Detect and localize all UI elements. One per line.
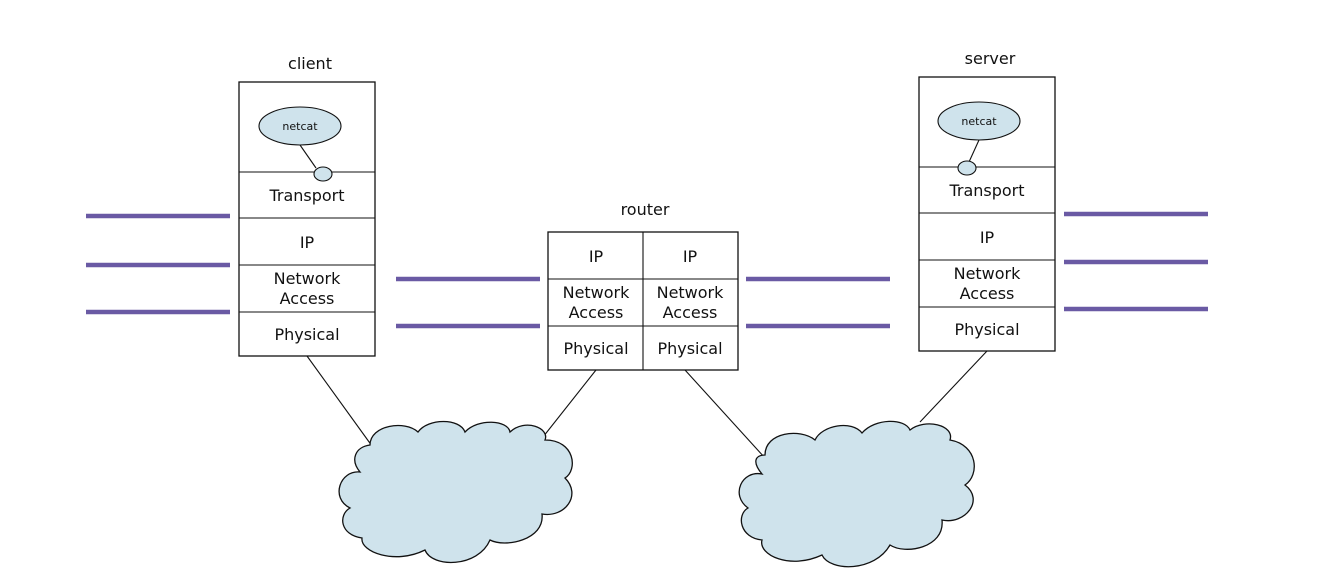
interface-bars bbox=[86, 211, 1208, 329]
router-title: router bbox=[621, 200, 670, 219]
client-layer-ip: IP bbox=[300, 233, 315, 252]
client-layer-physical: Physical bbox=[274, 325, 339, 344]
server-layer-network-line1: Network bbox=[954, 264, 1022, 283]
server-socket-port bbox=[957, 160, 977, 176]
client-title: client bbox=[288, 54, 332, 73]
client-netcat-label: netcat bbox=[282, 120, 318, 133]
server-title: server bbox=[965, 49, 1016, 68]
router-right-layer-network-line1: Network bbox=[657, 283, 725, 302]
server-layer-transport: Transport bbox=[948, 181, 1024, 200]
router-left-layer-network-line1: Network bbox=[563, 283, 631, 302]
router-right-layer-physical: Physical bbox=[657, 339, 722, 358]
router-left-layer-physical: Physical bbox=[563, 339, 628, 358]
left-network-cloud bbox=[338, 420, 573, 563]
router-right-layer-ip: IP bbox=[683, 247, 698, 266]
router-host: router IP Network Access Physical IP Net… bbox=[547, 200, 739, 371]
router-to-left-cloud-link bbox=[542, 369, 597, 438]
router-left-layer-ip: IP bbox=[589, 247, 604, 266]
server-socket-link bbox=[968, 139, 980, 163]
client-host: client netcat Transport IP Network Acces… bbox=[238, 54, 376, 357]
client-socket-port bbox=[313, 166, 333, 182]
server-layer-ip: IP bbox=[980, 228, 995, 247]
client-to-cloud-link bbox=[306, 355, 373, 447]
server-layer-physical: Physical bbox=[954, 320, 1019, 339]
client-layer-network-line1: Network bbox=[274, 269, 342, 288]
client-socket-link bbox=[299, 144, 317, 169]
router-to-right-cloud-link bbox=[684, 369, 766, 459]
right-network-cloud bbox=[738, 420, 975, 568]
client-layer-transport: Transport bbox=[268, 186, 344, 205]
server-layer-network-line2: Access bbox=[960, 284, 1015, 303]
router-left-layer-network-line2: Access bbox=[569, 303, 624, 322]
router-right-layer-network-line2: Access bbox=[663, 303, 718, 322]
server-to-cloud-link bbox=[919, 350, 988, 423]
server-netcat-label: netcat bbox=[961, 115, 997, 128]
server-host: server netcat Transport IP Network Acces… bbox=[918, 49, 1056, 352]
links bbox=[306, 350, 988, 459]
client-layer-network-line2: Access bbox=[280, 289, 335, 308]
